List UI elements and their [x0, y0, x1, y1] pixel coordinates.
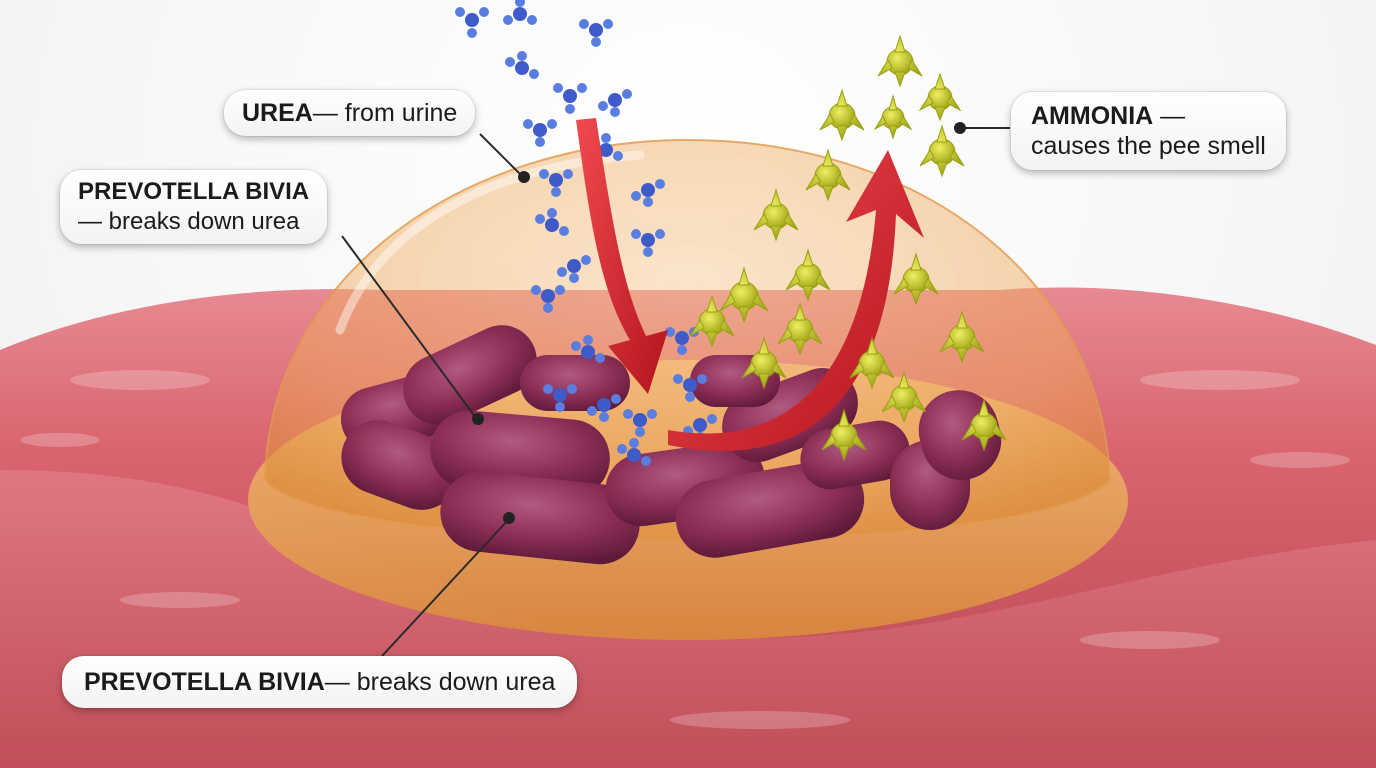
- urea-desc: — from urine: [312, 99, 458, 127]
- prevotella-top-desc: — breaks down urea: [78, 208, 300, 235]
- ammonia-dash: —: [1153, 102, 1186, 130]
- callout-prevotella-top: PREVOTELLA BIVIA — breaks down urea: [60, 170, 328, 244]
- tissue-highlights: [20, 370, 1350, 729]
- prevotella-top-term: PREVOTELLA BIVIA: [78, 178, 310, 205]
- bacteria-cluster: [340, 325, 1002, 565]
- leader-prevotella-top: [341, 235, 477, 419]
- ammonia-term: AMMONIA: [1031, 102, 1154, 130]
- conversion-arrow: [576, 118, 924, 451]
- callout-ammonia: AMMONIA — causes the pee smell: [1011, 92, 1286, 170]
- urea-molecules: [455, 0, 717, 466]
- ammonia-desc: causes the pee smell: [1031, 132, 1266, 160]
- ammonia-molecules: [689, 34, 1007, 462]
- leader-prevotella-bottom: [381, 519, 509, 657]
- leader-urea: [479, 133, 523, 177]
- callout-prevotella-bottom: PREVOTELLA BIVIA — breaks down urea: [62, 656, 578, 708]
- leader-lines: [341, 122, 1010, 657]
- prevotella-bottom-term: PREVOTELLA BIVIA: [84, 668, 325, 696]
- urea-term: UREA: [242, 99, 313, 127]
- prevotella-bottom-desc: — breaks down urea: [324, 668, 556, 696]
- callout-urea: UREA — from urine: [224, 90, 476, 136]
